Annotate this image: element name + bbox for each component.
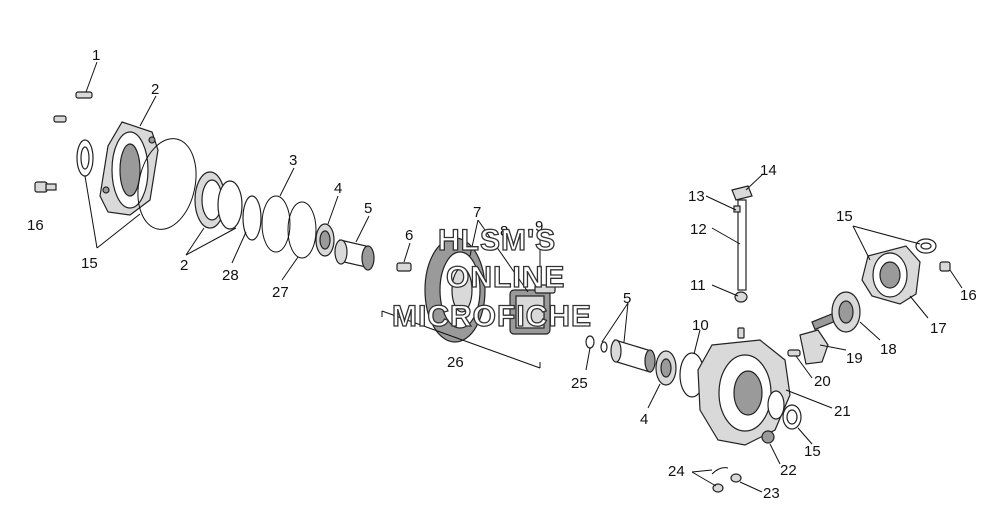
callout-27: 27 [272,284,289,301]
part-28-clutch-plate [242,195,262,241]
callout-10: 10 [692,317,709,334]
part-15-seal-upper-right [915,238,937,254]
part-24-washer [711,467,729,493]
part-27-ring [287,201,317,259]
callout-labels: 1 2 16 15 2 28 3 27 4 5 6 7 8 9 26 25 5 … [27,47,977,502]
part-16-bolt-left [34,181,57,193]
part-8-pinion-carrier [509,289,551,335]
watermark-line-1: HLSM'S [438,224,556,257]
callout-22: 22 [780,462,797,479]
callout-2: 2 [151,81,159,98]
callout-1: 1 [92,47,100,64]
callout-15: 15 [836,208,853,225]
callout-3: 3 [289,152,297,169]
callout-11: 11 [690,277,706,294]
part-3-snap-ring [261,195,291,253]
callout-25: 25 [571,375,588,392]
part-14-shift-fork [731,185,753,201]
callout-21: 21 [834,403,851,420]
callout-13: 13 [688,188,705,205]
part-25-small-ring [585,335,608,353]
callout-12: 12 [690,221,707,238]
part-4-bearing-left [315,223,335,257]
oring-large [137,138,197,230]
part-20-pin [737,327,801,357]
callout-24: 24 [668,463,685,480]
part-15-seal-right [782,404,802,430]
callout-2: 2 [180,257,188,274]
callout-4: 4 [640,411,648,428]
callout-5: 5 [623,290,631,307]
part-2-bearing-race [194,171,243,230]
part-9-pin [534,284,556,294]
callout-19: 19 [846,350,863,367]
part-12-shift-rod [737,199,747,291]
callout-6: 6 [405,227,413,244]
part-5-sleeve-left [334,239,375,271]
part-26-bracket-line [381,310,541,369]
part-16-bolt-right [939,261,951,272]
callout-8: 8 [500,223,508,240]
part-21-housing [697,339,791,446]
part-5-sleeve-right [610,339,656,373]
watermark-line-2: ONLINE [446,261,565,294]
callout-15: 15 [81,255,98,272]
callout-5: 5 [364,200,372,217]
callout-9: 9 [535,218,543,235]
part-6-pin [396,262,412,272]
callout-23: 23 [763,485,780,502]
callout-7: 7 [473,204,481,221]
leader-lines [84,61,963,493]
callout-26: 26 [447,354,464,371]
callout-17: 17 [930,320,947,337]
part-11-collar [734,291,748,303]
part-4-bearing-right [655,350,677,386]
callout-15: 15 [804,443,821,460]
part-1-dowel-pins [53,91,93,123]
watermark-line-3: MICROFICHE [392,300,592,333]
callout-28: 28 [222,267,239,284]
callout-16: 16 [960,287,977,304]
part-2-front-cover [99,121,159,216]
callout-20: 20 [814,373,831,390]
part-17-cover-plate [861,245,921,305]
callout-16: 16 [27,217,44,234]
part-22-plug [761,430,775,444]
watermark: HLSM'S ONLINE MICROFICHE [391,223,592,333]
callout-4: 4 [334,180,342,197]
callout-14: 14 [760,162,777,179]
part-23-nut [730,473,742,483]
part-15-seal-left [76,139,94,177]
callout-18: 18 [880,341,897,358]
part-18-bearing [831,291,861,333]
part-7-ring-gear [424,237,486,343]
